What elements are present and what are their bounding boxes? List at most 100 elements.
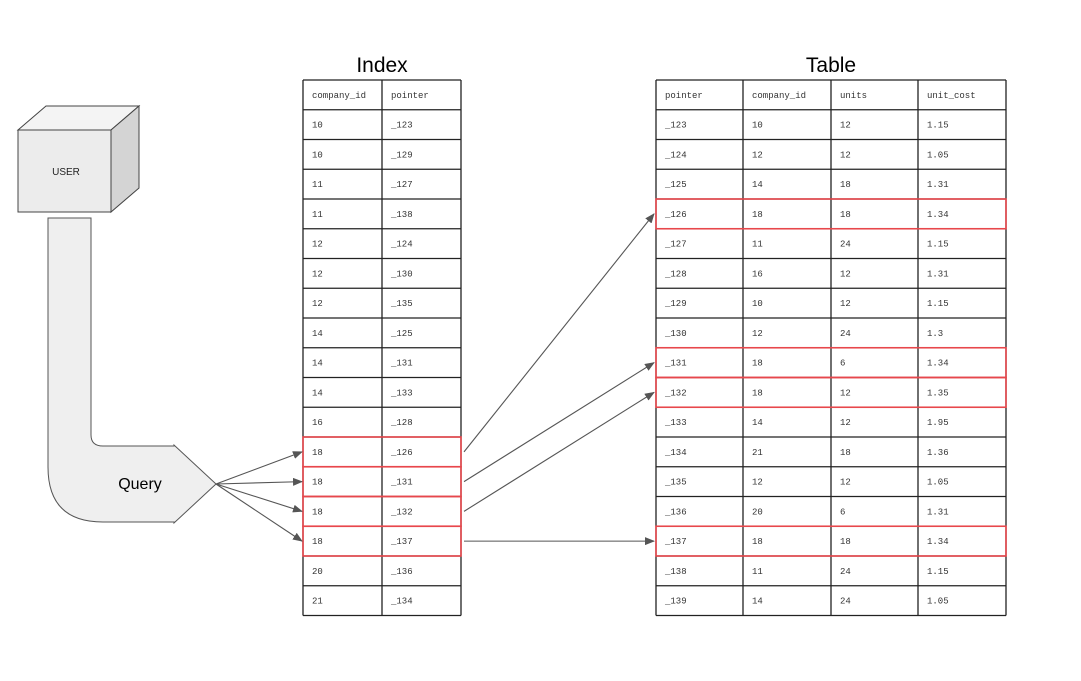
table-cell: 12 [840, 121, 851, 131]
index-cell: 10 [312, 150, 323, 160]
table-row: _123 10 12 1.15 [664, 121, 949, 131]
table-cell: 1.15 [927, 299, 949, 309]
table-cell: _137 [664, 537, 687, 547]
index-cell: _134 [390, 597, 413, 607]
query-to-index-arrow [215, 483, 303, 542]
table-cell: 12 [840, 269, 851, 279]
table-cell: 12 [752, 150, 763, 160]
table-cell: 1.34 [927, 537, 949, 547]
index-row: 12 _130 [312, 269, 413, 279]
index-cell: 11 [312, 210, 323, 220]
user-label: USER [52, 167, 80, 178]
index-row: 14_125 [312, 329, 413, 339]
table-cell: 1.31 [927, 180, 949, 190]
index-cell: 12 [312, 299, 323, 309]
index-cell: _135 [390, 299, 413, 309]
index-cell: 18 [312, 448, 323, 458]
index-header-pointer: pointer [391, 91, 429, 101]
index-row: 12 _135 [312, 299, 413, 309]
table-cell: 1.15 [927, 121, 949, 131]
table-header-company-id: company_id [752, 91, 806, 101]
index-row: 18 _126 [312, 448, 413, 458]
table-highlight-row [655, 376, 1007, 409]
table-highlight-row [655, 198, 1007, 230]
index-cell: _138 [390, 210, 413, 220]
query-to-index-arrow [215, 483, 303, 513]
query-to-index-arrow [215, 477, 303, 486]
table-cell: _126 [664, 210, 687, 220]
index-row: 12_124 [312, 240, 413, 250]
index-cell: _126 [390, 448, 413, 458]
table-cell: 12 [840, 299, 851, 309]
query-arrow: Query [47, 217, 217, 525]
index-cell: _125 [390, 329, 413, 339]
table-cell: 1.36 [927, 448, 949, 458]
table-header-units: units [840, 91, 867, 101]
table-cell: 12 [840, 418, 851, 428]
index-cell: 18 [312, 478, 323, 488]
index-row: 10_129 [312, 150, 413, 160]
index-row: 18_132 [312, 507, 413, 517]
index-highlight-row [302, 525, 462, 557]
index-cell: 12 [312, 269, 323, 279]
index-row: 14 _133 [312, 388, 413, 398]
table-cell: _128 [664, 269, 687, 279]
table-cell: 14 [752, 180, 763, 190]
table-cell: 11 [752, 567, 763, 577]
table-cell: 1.3 [927, 329, 943, 339]
index-cell: 14 [312, 388, 323, 398]
index-to-table-arrow [463, 362, 655, 483]
table-cell: _129 [664, 299, 687, 309]
table-cell: 24 [840, 597, 851, 607]
index-row: 21_134 [312, 597, 413, 607]
table-cell: 1.35 [927, 388, 949, 398]
table-cell: 10 [752, 121, 763, 131]
table-cell: 1.05 [927, 478, 949, 488]
table-row: _129 10 12 1.15 [664, 299, 949, 309]
table-cell: 1.34 [927, 359, 949, 369]
table-highlight-row [655, 525, 1007, 557]
table-cell: 18 [752, 537, 763, 547]
table-cell: 12 [840, 478, 851, 488]
index-cell: _130 [390, 269, 413, 279]
table-cell: _131 [664, 359, 687, 369]
query-to-index-arrow [215, 451, 303, 485]
table-cell: 1.05 [927, 150, 949, 160]
index-cell: _133 [390, 388, 413, 398]
table-cell: 18 [840, 448, 851, 458]
user-cube-front [17, 129, 112, 213]
table-cell: 1.15 [927, 567, 949, 577]
index-cell: _127 [390, 180, 413, 190]
table-cell: _123 [664, 121, 687, 131]
index-title: Index [356, 54, 408, 77]
index-row: 11_127 [312, 180, 413, 190]
table-header-pointer: pointer [665, 91, 703, 101]
table-cell: 24 [840, 567, 851, 577]
table-title: Table [806, 54, 856, 77]
table-cell: 10 [752, 299, 763, 309]
index-row: 14_131 [312, 359, 413, 369]
table-cell: 1.34 [927, 210, 949, 220]
pointer-link-arrows [463, 213, 655, 546]
table-cell: 24 [840, 240, 851, 250]
query-fanout-arrows [215, 451, 303, 542]
table-cell: 16 [752, 269, 763, 279]
table-cell: _136 [664, 507, 687, 517]
table-cell: 12 [752, 329, 763, 339]
index-cell: _123 [390, 121, 413, 131]
index-header-company-id: company_id [312, 91, 366, 101]
table-cell: 20 [752, 507, 763, 517]
query-label: Query [118, 476, 162, 493]
table-cell: 18 [752, 359, 763, 369]
table-cell: 12 [752, 478, 763, 488]
